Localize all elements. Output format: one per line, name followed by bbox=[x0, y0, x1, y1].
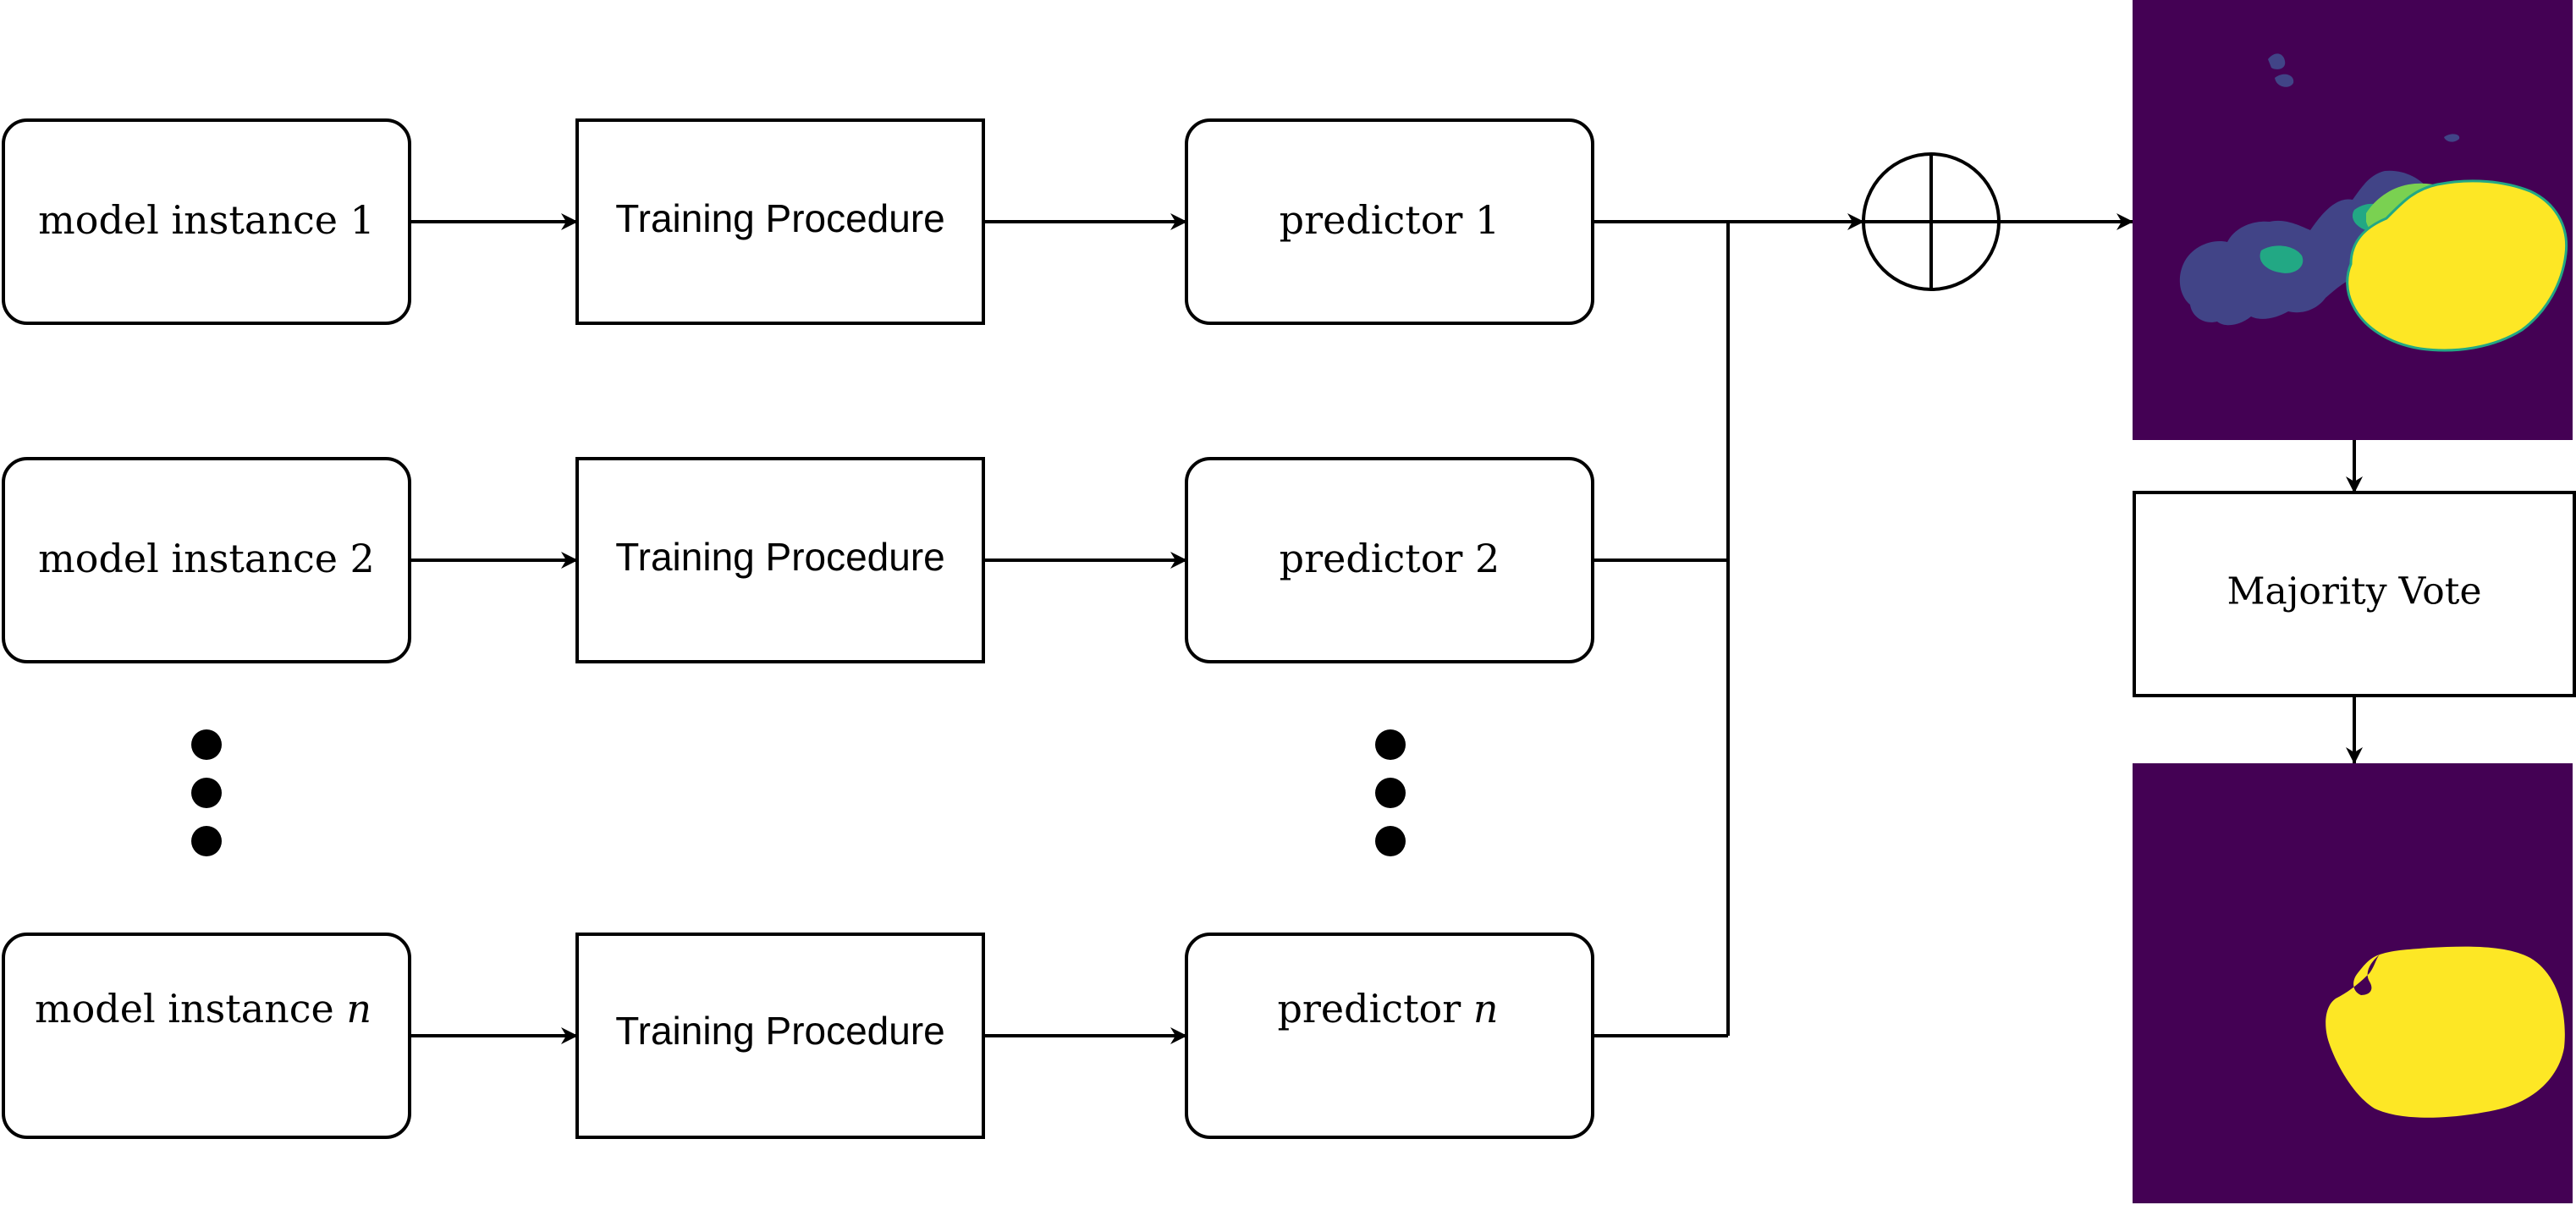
training-procedure-2-label: Training Procedure bbox=[615, 535, 945, 579]
training-procedure-n-label: Training Procedure bbox=[615, 1009, 945, 1053]
predictor-2-label: predictor 2 bbox=[1280, 536, 1500, 581]
majority-vote-label: Majority Vote bbox=[2227, 570, 2482, 614]
blob-blue-small bbox=[2444, 134, 2460, 142]
model-instance-2-label: model instance 2 bbox=[38, 536, 375, 581]
row-1: model instance 1 Training Procedure pred… bbox=[2, 118, 1594, 325]
combined-prediction-heatmap bbox=[2133, 0, 2573, 440]
row-n: model instance n Training Procedure pred… bbox=[2, 933, 1594, 1139]
vertical-ellipsis-icon bbox=[191, 729, 222, 856]
predictor-n-label: predictor n bbox=[1277, 986, 1498, 1032]
blob-yellow bbox=[2346, 179, 2568, 352]
training-procedure-n-box bbox=[575, 933, 985, 1139]
blob-teal bbox=[2260, 245, 2304, 273]
training-procedure-1-label: Training Procedure bbox=[615, 196, 945, 240]
blob-blue-small bbox=[2268, 53, 2286, 69]
blob-blue-small bbox=[2275, 74, 2294, 87]
model-instance-1-label: model instance 1 bbox=[38, 197, 375, 243]
training-procedure-1-box bbox=[575, 118, 985, 325]
predictor-1-label: predictor 1 bbox=[1280, 197, 1500, 243]
majority-vote-box bbox=[2133, 491, 2576, 697]
final-prediction-map bbox=[2133, 763, 2573, 1203]
model-instance-n-box bbox=[2, 933, 411, 1139]
circled-plus-icon bbox=[1862, 152, 2001, 291]
collector-lines bbox=[1593, 220, 1730, 1037]
model-instance-n-label: model instance n bbox=[35, 986, 372, 1032]
training-procedure-2-box bbox=[575, 457, 985, 663]
row-2: model instance 2 Training Procedure pred… bbox=[2, 457, 1594, 663]
vertical-ellipsis-icon bbox=[1375, 729, 1406, 856]
predictor-n-box bbox=[1185, 933, 1594, 1139]
final-yellow-blob bbox=[2326, 946, 2565, 1118]
